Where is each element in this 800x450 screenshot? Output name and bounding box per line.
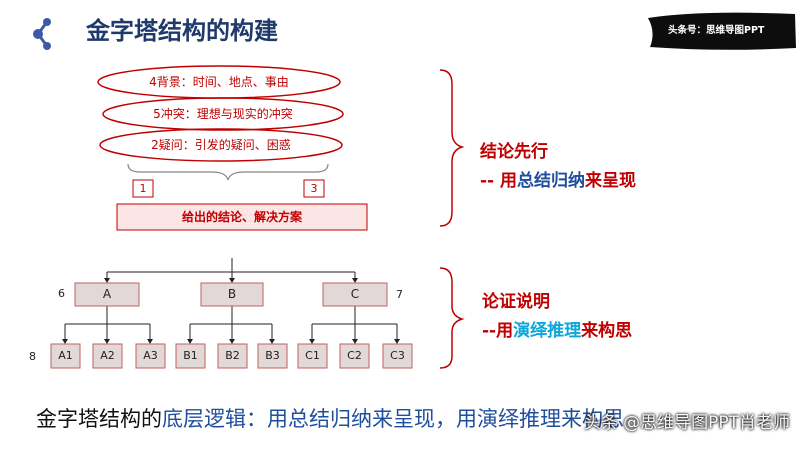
share-nodes-icon [33,18,51,50]
leaf-label: B3 [265,349,280,362]
right-brace-top [439,69,465,227]
leaf-boxes [50,343,413,369]
leaf-label: B1 [183,349,198,362]
marker-1: 1 [139,182,147,195]
leaf-label: B2 [225,349,240,362]
right-brace-bottom [439,267,465,369]
node-c-box [322,282,388,307]
marker-box-1 [132,179,154,198]
side-heading-argument: 论证说明 [482,292,550,312]
leaf-row-number: 8 [29,350,36,363]
leaf-label: C3 [390,349,405,362]
side-sub-induction: -- 用总结归纳来呈现 [480,171,637,191]
brand-brush-strip [648,12,796,50]
oval-conflict-text: 5冲突：理想与现实的冲突 [153,107,293,121]
leaf-label: C2 [347,349,362,362]
leaf-label: A2 [100,349,115,362]
node-a-label: A [102,287,112,301]
oval-background-text: 4背景：时间、地点、事由 [149,75,289,89]
node-a-number: 6 [58,287,65,300]
oval-conflict [102,97,344,131]
conclusion-box [116,203,368,231]
node-b-label: B [227,287,237,301]
watermark: 头条 @思维导图PPT肖老师 [583,413,790,433]
leaf-label: A3 [143,349,158,362]
side-sub-deduction: --用演绎推理来构思 [482,321,633,341]
node-c-number: 7 [396,288,403,301]
summary-line: 金字塔结构的底层逻辑：用总结归纳来呈现，用演绎推理来构思 [36,407,624,431]
tree-arrowheads [62,278,400,344]
oval-question [99,128,343,162]
leaf-label: A1 [58,349,73,362]
marker-box-3 [303,179,325,198]
leaf-label: C1 [305,349,320,362]
brace-under-ovals [127,163,329,181]
marker-3: 3 [310,182,318,195]
node-a-box [74,282,140,307]
conclusion-text: 给出的结论、解决方案 [181,210,302,224]
node-c-label: C [350,287,360,301]
oval-question-text: 2疑问：引发的疑问、困惑 [151,138,291,152]
page-title: 金字塔结构的构建 [86,17,278,45]
node-b-box [200,282,264,307]
side-heading-conclusion-first: 结论先行 [480,142,548,162]
brand-badge: 头条号：思维导图PPT [668,25,765,36]
